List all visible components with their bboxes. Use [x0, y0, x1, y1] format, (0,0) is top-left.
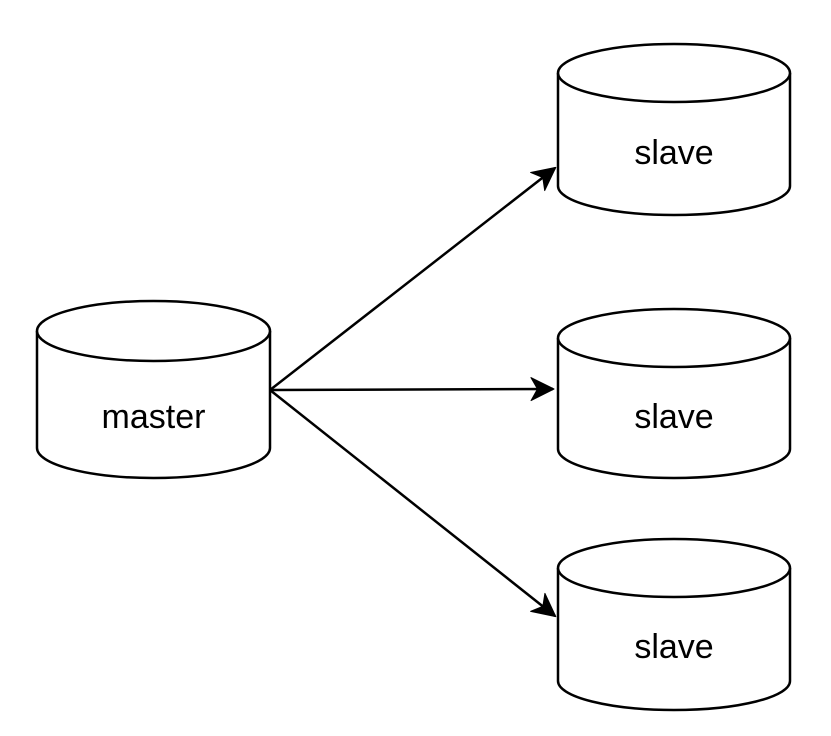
edge-master-to-slave-2	[269, 377, 555, 402]
node-slave-1: slave	[556, 42, 792, 217]
slave-1-label: slave	[634, 134, 713, 172]
slave-2-label: slave	[634, 398, 713, 436]
node-slave-3: slave	[556, 537, 792, 712]
slave-2-cylinder-body	[556, 338, 792, 480]
slave-3-label: slave	[634, 628, 713, 666]
slave-3-cylinder-body	[556, 568, 792, 712]
slave-2-cylinder-top	[556, 307, 792, 369]
slave-1-cylinder-top	[556, 42, 792, 104]
edges	[269, 166, 557, 618]
node-master: master	[35, 299, 272, 480]
master-cylinder-top	[35, 299, 272, 363]
slave-1-cylinder-body	[556, 73, 792, 217]
node-slave-2: slave	[556, 307, 792, 480]
slave-3-cylinder-top	[556, 537, 792, 599]
master-cylinder-body	[35, 331, 272, 480]
master-label: master	[102, 398, 206, 436]
edge-master-to-slave-3	[269, 389, 557, 618]
edge-master-to-slave-1	[269, 166, 557, 391]
